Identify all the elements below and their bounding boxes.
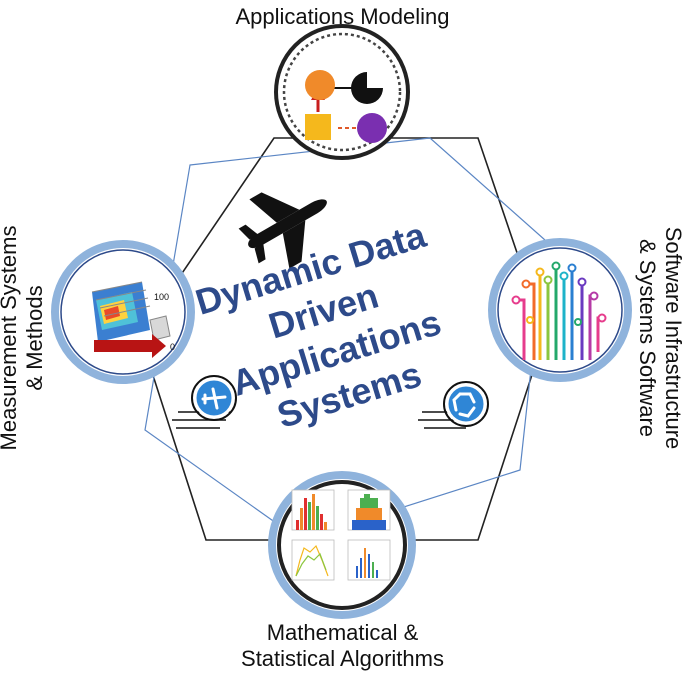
label-mathematical-algorithms-line-2: Statistical Algorithms bbox=[241, 646, 444, 671]
airplane-badge-icon bbox=[172, 375, 237, 429]
label-applications-modeling: Applications Modeling bbox=[235, 4, 450, 29]
measurement-systems-node: 100 0 bbox=[51, 240, 195, 384]
inset-tick-top: 100 bbox=[154, 292, 169, 302]
mathematical-algorithms-node bbox=[268, 471, 416, 619]
label-mathematical-algorithms-line-1: Mathematical & bbox=[266, 620, 419, 645]
label-software-infrastructure: Software Infrastructure & Systems Softwa… bbox=[634, 227, 685, 450]
recycle-badge-icon bbox=[418, 381, 489, 429]
sensor-heatmap-icon: 100 0 bbox=[91, 281, 175, 358]
label-measurement-systems: Measurement Systems & Methods bbox=[0, 226, 48, 451]
circuit-tree-icon bbox=[511, 261, 607, 360]
software-infrastructure-node bbox=[488, 238, 632, 382]
label-software-infrastructure-line-2: & Systems Software bbox=[635, 238, 660, 438]
label-software-infrastructure-line-1: Software Infrastructure bbox=[661, 226, 685, 450]
label-measurement-systems-line-2: & Methods bbox=[22, 285, 47, 391]
inset-tick-bottom: 0 bbox=[170, 342, 175, 352]
hexagon-outline-blue bbox=[144, 137, 546, 541]
label-mathematical-algorithms: Mathematical & Statistical Algorithms bbox=[0, 620, 685, 672]
flow-diagram-icon bbox=[305, 70, 387, 143]
applications-modeling-node bbox=[274, 24, 410, 160]
label-measurement-systems-line-1: Measurement Systems bbox=[0, 225, 21, 451]
histogram-grid-icon bbox=[291, 489, 391, 581]
airplane-icon bbox=[238, 192, 327, 269]
